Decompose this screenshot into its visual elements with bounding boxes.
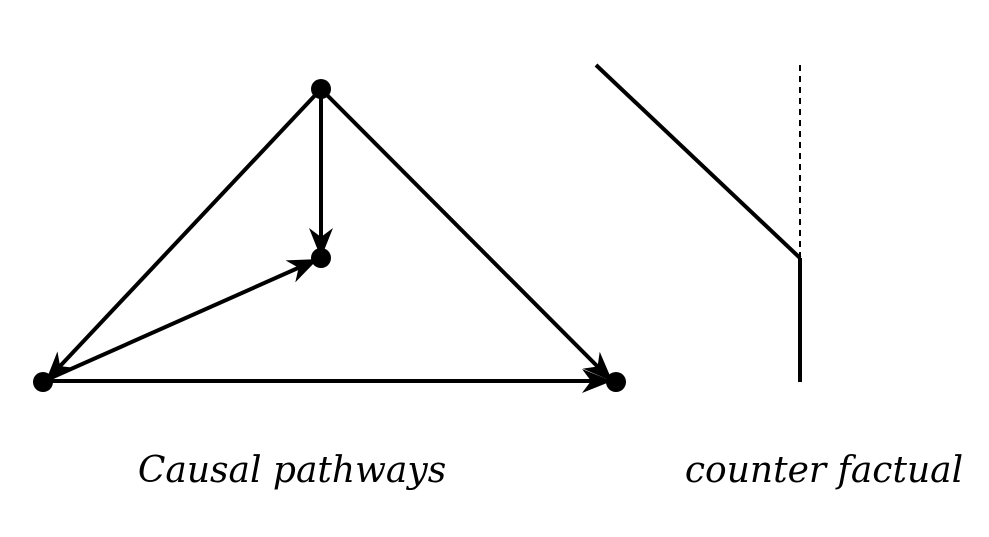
- node-bottom-left: [33, 372, 53, 392]
- counterfactual-diagonal-line: [594, 63, 802, 260]
- causal-pathways-graph: [43, 87, 613, 393]
- caption-causal-pathways: Causal pathways: [138, 450, 446, 491]
- edge-top-to-bottom-left: [45, 87, 323, 382]
- node-top: [311, 79, 331, 99]
- causal-pathways-nodes: [33, 79, 626, 392]
- edge-bottom-left-to-middle: [43, 258, 318, 383]
- caption-counter-factual: counter factual: [685, 450, 963, 491]
- node-bottom-right: [606, 372, 626, 392]
- counterfactual-sketch: [594, 63, 802, 382]
- edge-top-to-bottom-right: [319, 87, 613, 382]
- node-middle: [311, 248, 331, 268]
